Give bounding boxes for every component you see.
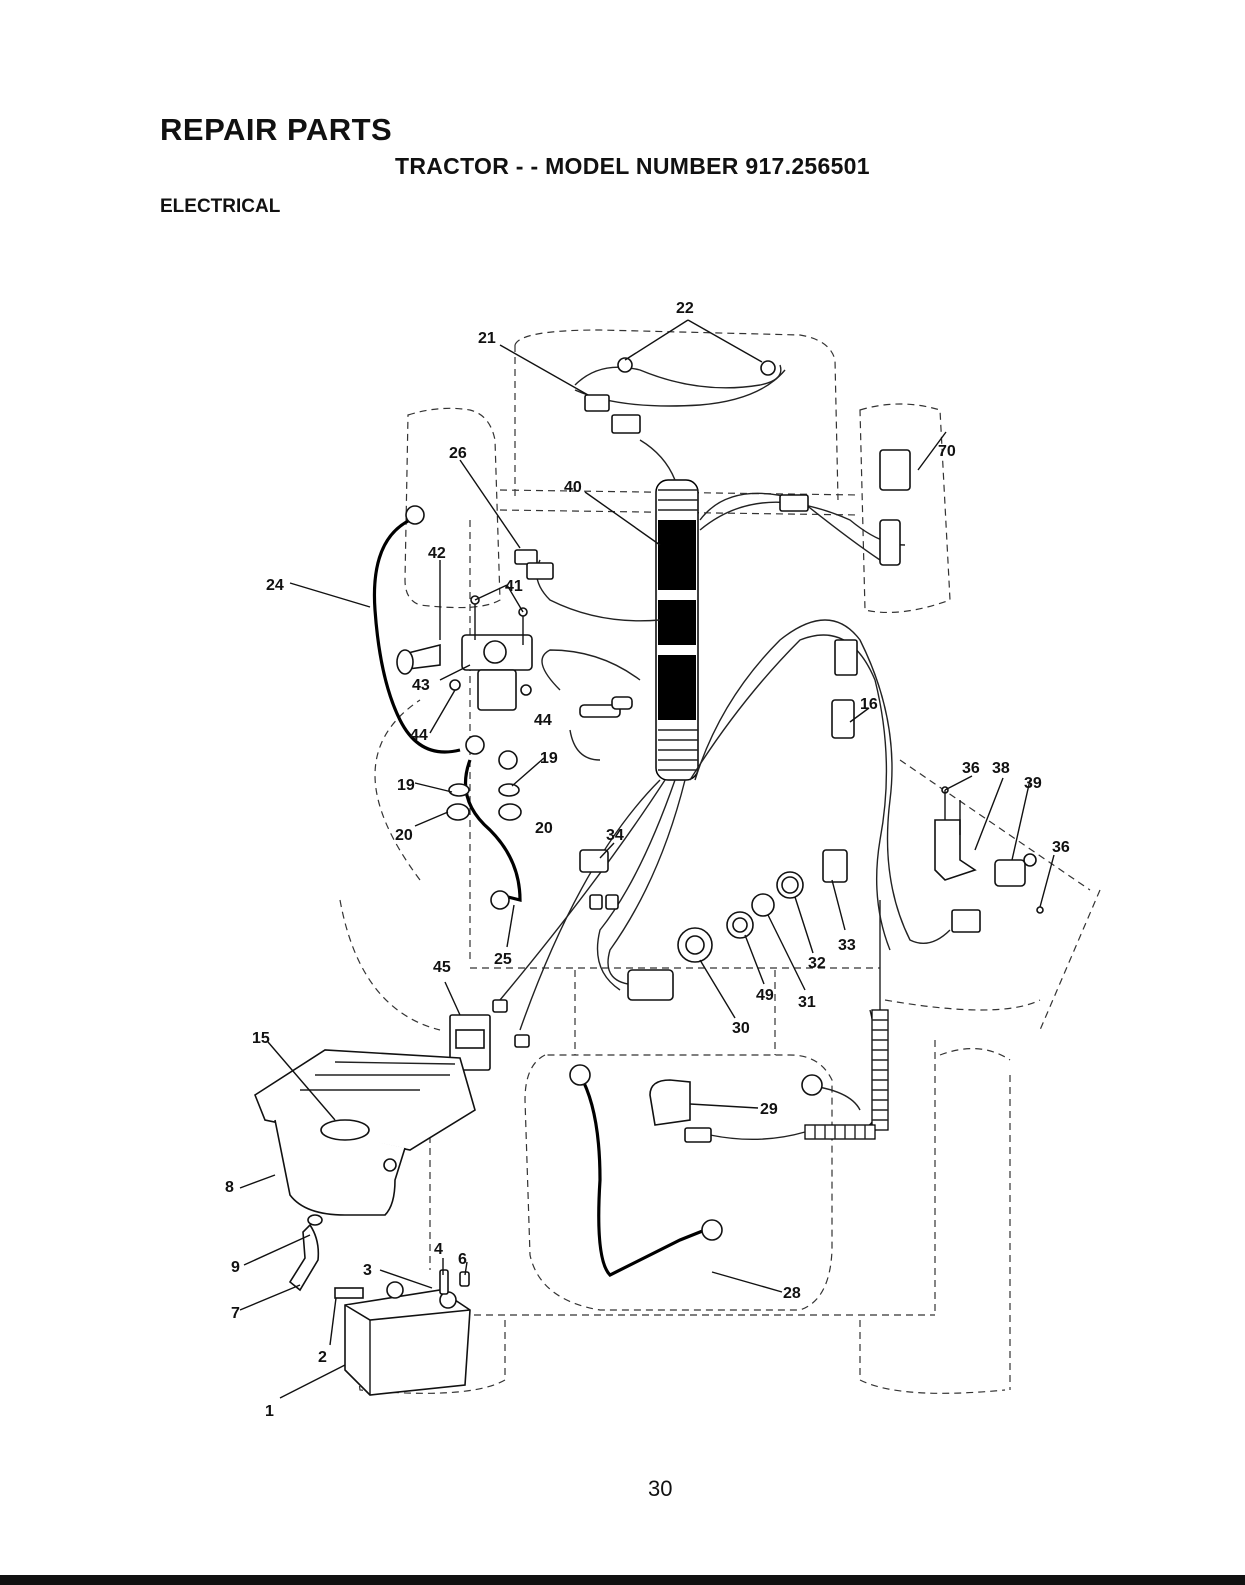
callout-40: 40 — [564, 479, 582, 496]
callout-1: 1 — [265, 1403, 274, 1420]
callout-22: 22 — [676, 300, 694, 317]
callout-7: 7 — [231, 1305, 240, 1322]
callout-36-right: 36 — [1052, 839, 1070, 856]
callout-30: 30 — [732, 1020, 750, 1037]
callout-8: 8 — [225, 1179, 234, 1196]
callout-6: 6 — [458, 1251, 467, 1268]
callout-43: 43 — [412, 677, 430, 694]
callout-20-left: 20 — [395, 827, 413, 844]
callout-44-left: 44 — [410, 727, 428, 744]
callout-26: 26 — [449, 445, 467, 462]
callout-15: 15 — [252, 1030, 270, 1047]
callout-45: 45 — [433, 959, 451, 976]
callout-19-left: 19 — [397, 777, 415, 794]
callout-32: 32 — [808, 955, 826, 972]
battery-box-and-battery — [255, 1050, 475, 1395]
callout-28: 28 — [783, 1285, 801, 1302]
callout-38: 38 — [992, 760, 1010, 777]
page-number: 30 — [648, 1476, 672, 1502]
callout-44-right: 44 — [534, 712, 552, 729]
callout-19-right: 19 — [540, 750, 558, 767]
bottom-rule — [0, 1575, 1245, 1585]
callout-24: 24 — [266, 577, 284, 594]
callout-3: 3 — [363, 1262, 372, 1279]
callout-25: 25 — [494, 951, 512, 968]
callout-4: 4 — [434, 1241, 443, 1258]
callout-34: 34 — [606, 827, 624, 844]
callout-70: 70 — [938, 443, 956, 460]
solenoid-assembly — [397, 506, 632, 909]
wire-harness-coil — [656, 480, 698, 780]
callout-21: 21 — [478, 330, 496, 347]
harness-connectors — [575, 358, 910, 565]
callout-42: 42 — [428, 545, 446, 562]
callout-39: 39 — [1024, 775, 1042, 792]
callout-9: 9 — [231, 1259, 240, 1276]
callout-41: 41 — [505, 578, 523, 595]
callout-16: 16 — [860, 696, 878, 713]
callout-2: 2 — [318, 1349, 327, 1366]
callout-33: 33 — [838, 937, 856, 954]
callout-29: 29 — [760, 1101, 778, 1118]
callout-leaders — [240, 320, 1054, 1398]
callout-49: 49 — [756, 987, 774, 1004]
callout-36-top: 36 — [962, 760, 980, 777]
callout-20-right: 20 — [535, 820, 553, 837]
callout-31: 31 — [798, 994, 816, 1011]
